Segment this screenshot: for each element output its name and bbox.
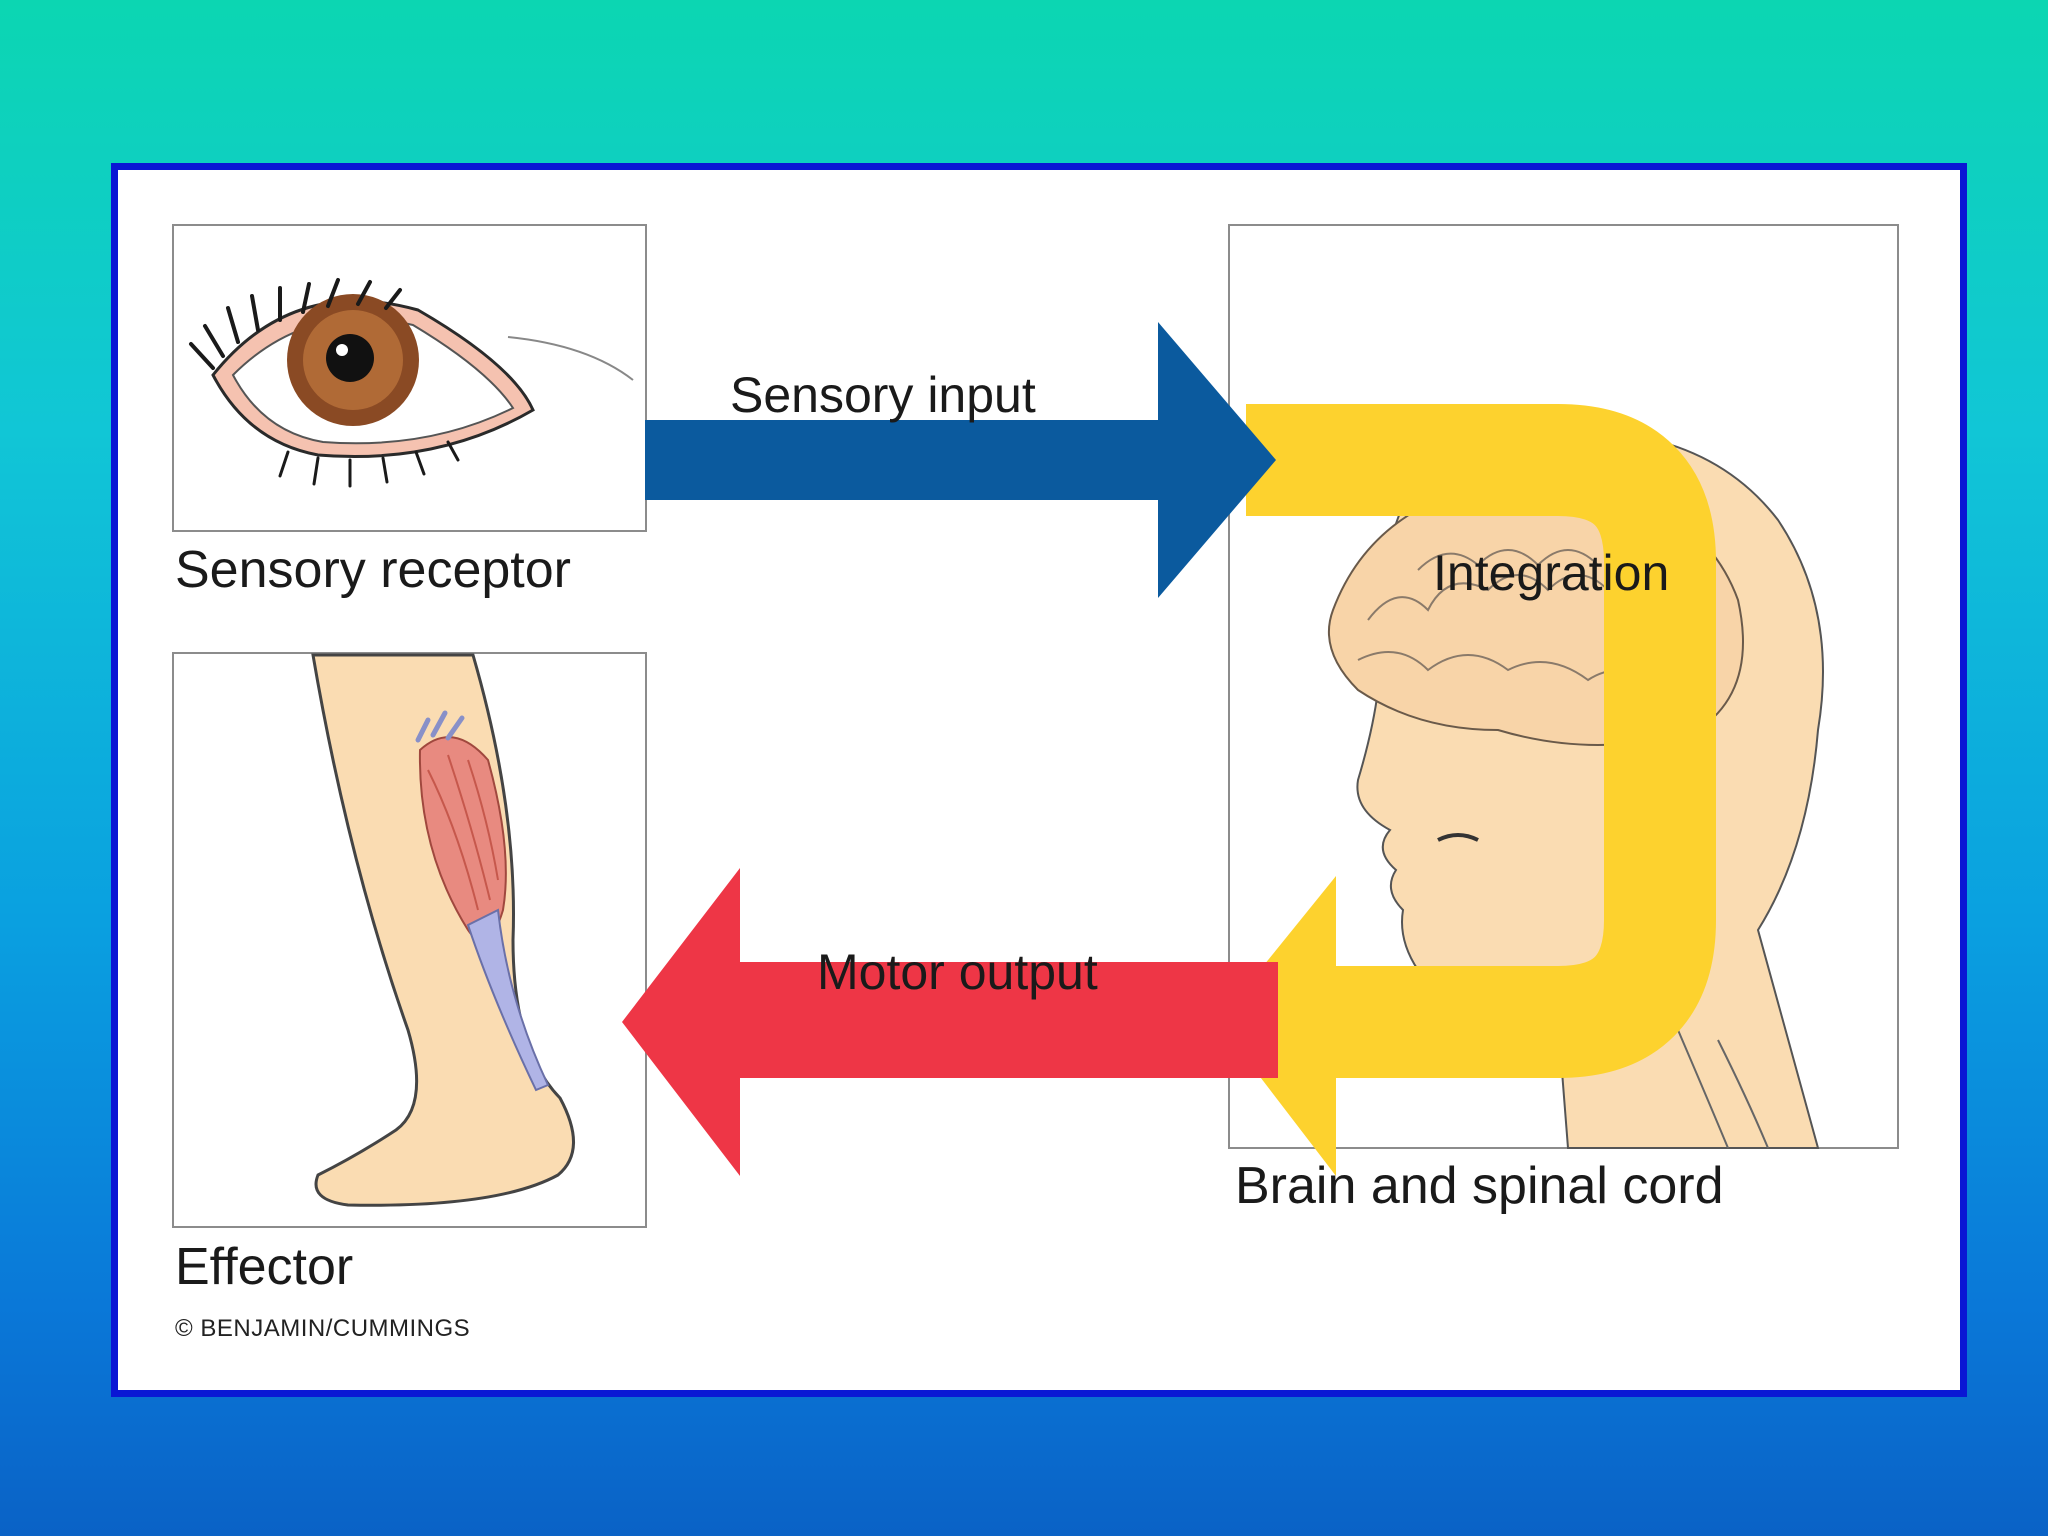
leg-muscle-icon [311, 653, 575, 1207]
slide-frame: Sensory input Integration Motor output S… [111, 163, 1967, 1397]
integration-arrow [1218, 404, 1716, 1176]
copyright-notice: © BENJAMIN/CUMMINGS [175, 1315, 471, 1342]
integration-label: Integration [1433, 545, 1670, 601]
effector-caption: Effector [175, 1238, 354, 1296]
sensory-input-label: Sensory input [730, 367, 1036, 423]
brain-caption: Brain and spinal cord [1235, 1157, 1724, 1215]
sensory-receptor-caption: Sensory receptor [175, 541, 571, 599]
motor-output-label: Motor output [817, 944, 1098, 1000]
eye-icon [189, 278, 634, 488]
sensory-input-arrow [645, 322, 1276, 598]
motor-output-arrow [622, 868, 1278, 1176]
diagram-canvas [172, 224, 1899, 1228]
